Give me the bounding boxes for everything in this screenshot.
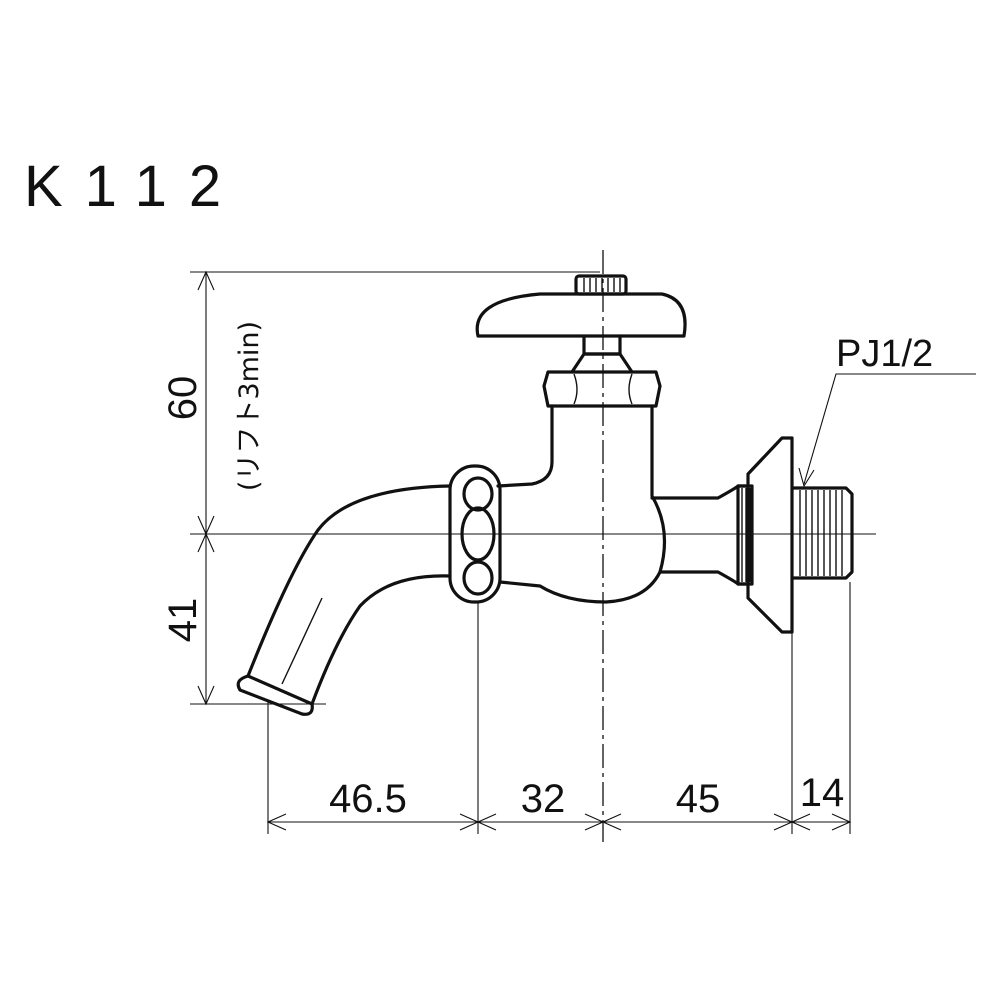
thread-leader — [798, 373, 976, 488]
dim-width-thread: 14 — [800, 771, 845, 815]
dim-height-bottom: 41 — [161, 598, 205, 643]
dim-width-nut: 32 — [521, 777, 566, 821]
pj-thread — [790, 486, 854, 580]
spout-pipe — [246, 484, 452, 678]
extension-lines — [190, 271, 851, 834]
escutcheon-flange — [746, 436, 794, 634]
faucet-body — [236, 274, 854, 716]
stem — [582, 334, 622, 356]
dim-height-top: 60 — [161, 376, 205, 421]
horizontal-dimension — [266, 813, 852, 831]
dim-height-top-note: (リフト3min) — [234, 321, 265, 491]
dim-width-spout: 46.5 — [329, 777, 407, 821]
spout-tip — [236, 674, 314, 716]
vertical-dimension — [197, 270, 215, 706]
dim-width-body: 45 — [676, 777, 721, 821]
thread-section — [736, 484, 754, 586]
thread-label: PJ1/2 — [836, 333, 933, 375]
bonnet-nut — [542, 370, 662, 408]
handle — [475, 292, 687, 338]
model-title: K112 — [24, 154, 243, 219]
